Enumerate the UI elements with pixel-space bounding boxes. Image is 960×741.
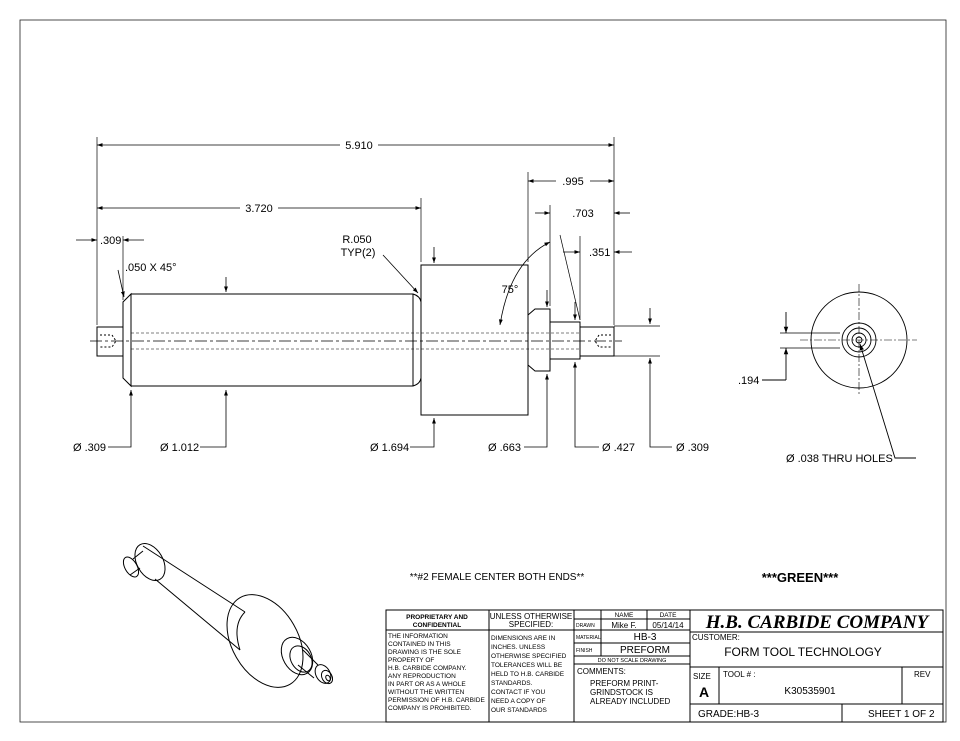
dim-dia-663: Ø .663	[488, 442, 521, 454]
proprietary-line: PERMISSION OF H.B. CARBIDE	[388, 697, 485, 704]
unless-line: HELD TO H.B. CARBIDE	[491, 671, 565, 678]
unless-line: INCHES. UNLESS	[491, 644, 546, 651]
grade: GRADE:HB-3	[698, 709, 760, 720]
unless-line: OTHERWISE SPECIFIED	[491, 653, 567, 660]
rev-label: REV	[914, 670, 931, 679]
dim-351: .351	[589, 247, 610, 259]
right-pin	[579, 326, 615, 357]
unless-line: DIMENSIONS ARE IN	[491, 635, 556, 642]
dim-703: .703	[572, 208, 593, 220]
dim-dia-309-left: Ø .309	[73, 442, 106, 454]
dimension-texts: 5.910 3.720 .995 .703 .351 .309 .050 X 4…	[73, 140, 893, 465]
proprietary-line: WITHOUT THE WRITTEN	[388, 689, 465, 696]
unless-line: OUR STANDARDS	[491, 707, 548, 714]
date-header: DATE	[660, 612, 678, 619]
dim-dia-309-right: Ø .309	[676, 442, 709, 454]
dim-angle: 75°	[502, 284, 519, 296]
unless-text: DIMENSIONS ARE IN INCHES. UNLESS OTHERWI…	[491, 635, 567, 714]
proprietary-line: IN PART OR AS A WHOLE	[388, 681, 466, 688]
unless-line: CONTACT IF YOU	[491, 689, 545, 696]
proprietary-line: THE INFORMATION	[388, 633, 448, 640]
dim-309-top: .309	[100, 235, 121, 247]
dim-chamfer: .050 X 45°	[125, 262, 177, 274]
big-body	[420, 264, 529, 416]
end-view	[762, 284, 917, 459]
title-block: PROPRIETARY AND CONFIDENTIAL THE INFORMA…	[385, 609, 944, 723]
dim-dia-1694: Ø 1.694	[370, 442, 409, 454]
dim-thru-holes: Ø .038 THRU HOLES	[786, 453, 893, 465]
main-shaft	[131, 293, 422, 387]
tool-label: TOOL # :	[723, 670, 755, 679]
sheet-number: SHEET 1 OF 2	[868, 709, 935, 720]
dim-3720: 3.720	[245, 203, 273, 215]
comment-line: ALREADY INCLUDED	[590, 697, 671, 706]
finish-value: PREFORM	[620, 645, 670, 656]
material-label: MATERIAL	[576, 635, 601, 641]
section-663	[527, 308, 551, 372]
customer-name: FORM TOOL TECHNOLOGY	[724, 645, 882, 659]
drawn-name: Mike F.	[611, 621, 636, 630]
green-note: ***GREEN***	[762, 570, 840, 585]
dim-995: .995	[562, 176, 583, 188]
side-view	[90, 264, 622, 416]
size-label: SIZE	[693, 672, 711, 681]
isometric-view	[122, 543, 334, 688]
size-value: A	[699, 684, 709, 700]
left-pin	[96, 326, 124, 357]
comment-line: PREFORM PRINT-	[590, 679, 659, 688]
company-name: H.B. CARBIDE COMPANY	[705, 612, 931, 633]
confidential-title: CONFIDENTIAL	[413, 622, 461, 629]
proprietary-line: H.B. CARBIDE COMPANY.	[388, 665, 467, 672]
proprietary-text: THE INFORMATION CONTAINED IN THIS DRAWIN…	[388, 633, 485, 712]
center-note: **#2 FEMALE CENTER BOTH ENDS**	[410, 572, 585, 583]
proprietary-line: ANY REPRODUCTION	[388, 673, 456, 680]
name-header: NAME	[615, 612, 634, 619]
section-427	[549, 321, 581, 360]
customer-label: CUSTOMER:	[692, 633, 740, 642]
proprietary-line: COMPANY IS PROHIBITED.	[388, 705, 472, 712]
material-value: HB-3	[634, 632, 657, 643]
extension-lines	[96, 137, 660, 357]
do-not-scale: DO NOT SCALE DRAWING	[598, 658, 667, 664]
dim-dia-427: Ø .427	[602, 442, 635, 454]
comments-label: COMMENTS:	[577, 667, 626, 676]
unless-title-2: SPECIFIED:	[509, 620, 553, 629]
dim-dia-1012: Ø 1.012	[160, 442, 199, 454]
drawn-label: DRAWN	[576, 623, 595, 629]
dim-overall-length: 5.910	[345, 140, 373, 152]
dim-radius: R.050	[342, 234, 371, 246]
unless-line: STANDARDS.	[491, 680, 533, 687]
tool-number: K30535901	[784, 686, 836, 697]
unless-title-1: UNLESS OTHERWISE	[490, 612, 573, 621]
dim-194: .194	[738, 375, 759, 387]
left-chamfer	[122, 292, 132, 388]
unless-line: NEED A COPY OF	[491, 698, 545, 705]
comment-line: GRINDSTOCK IS	[590, 688, 653, 697]
drawn-date: 05/14/14	[652, 621, 684, 630]
finish-label: FINISH	[576, 648, 593, 654]
unless-line: TOLERANCES WILL BE	[491, 662, 563, 669]
proprietary-line: CONTAINED IN THIS	[388, 641, 451, 648]
proprietary-title: PROPRIETARY AND	[406, 614, 468, 621]
proprietary-line: PROPERTY OF	[388, 657, 434, 664]
dimension-lines	[76, 143, 672, 448]
proprietary-line: DRAWING IS THE SOLE	[388, 649, 462, 656]
dim-radius-typ: TYP(2)	[341, 247, 376, 259]
